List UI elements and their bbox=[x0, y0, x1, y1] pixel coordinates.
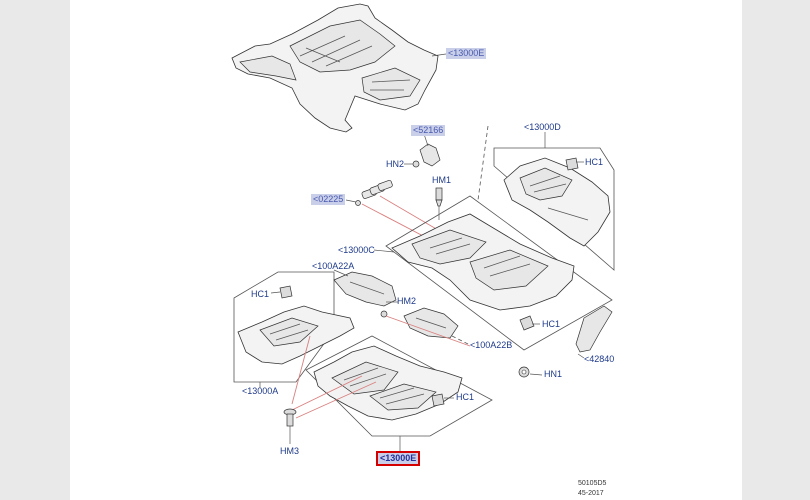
label-a22b[interactable]: <100A22B bbox=[470, 340, 513, 350]
bracket-100a22a[interactable] bbox=[333, 269, 398, 318]
label-bracket[interactable]: <52166 bbox=[411, 125, 446, 136]
trim-42840[interactable] bbox=[575, 305, 613, 359]
footer-date: 45-2017 bbox=[578, 490, 604, 497]
dashed-guide-c bbox=[477, 125, 489, 201]
floor-mat-13000d[interactable] bbox=[503, 157, 611, 247]
label-hn1: HN1 bbox=[544, 369, 563, 379]
label-bottom-mat-highlighted[interactable]: <13000E bbox=[376, 451, 421, 466]
label-hc1-a: HC1 bbox=[251, 289, 270, 299]
bracket-52166[interactable] bbox=[404, 133, 441, 168]
guide-hm2 bbox=[385, 315, 471, 347]
frame-13000d bbox=[493, 147, 615, 271]
bracket-100a22b[interactable] bbox=[403, 307, 471, 346]
label-hm2: HM2 bbox=[397, 296, 417, 306]
label-hc1-e: HC1 bbox=[456, 392, 475, 402]
label-trim-42840[interactable]: <42840 bbox=[584, 354, 615, 364]
upper-floor-mat[interactable] bbox=[231, 3, 447, 133]
label-hc1-d: HC1 bbox=[585, 157, 604, 167]
label-mat-d[interactable]: <13000D bbox=[524, 122, 561, 132]
frame-13000e-lower bbox=[305, 335, 493, 437]
label-a22a[interactable]: <100A22A bbox=[312, 261, 355, 271]
footer-code: 50105D5 bbox=[578, 480, 607, 487]
floor-mat-13000a[interactable] bbox=[237, 285, 355, 365]
label-mat-c[interactable]: <13000C bbox=[338, 245, 375, 255]
frame-13000c bbox=[385, 195, 613, 351]
label-hm3: HM3 bbox=[280, 446, 300, 456]
label-hm1: HM1 bbox=[432, 175, 452, 185]
guide-hm3-c bbox=[291, 335, 311, 405]
label-hn2: HN2 bbox=[386, 159, 405, 169]
lower-floor-mat[interactable] bbox=[313, 345, 463, 421]
label-hc1-c: HC1 bbox=[542, 319, 561, 329]
fastener-group-02225[interactable] bbox=[345, 180, 463, 251]
hm3-fastener[interactable] bbox=[283, 408, 297, 444]
guide-hm3-b bbox=[295, 381, 377, 419]
hc1-clip-c[interactable] bbox=[519, 315, 540, 331]
guide-hm3-a bbox=[291, 375, 363, 411]
floor-mat-13000c[interactable] bbox=[373, 213, 575, 311]
hn1-nut[interactable] bbox=[518, 366, 543, 378]
label-top-mat[interactable]: <13000E bbox=[446, 48, 487, 59]
label-mat-a[interactable]: <13000A bbox=[242, 386, 279, 396]
hm1-fastener[interactable] bbox=[435, 187, 443, 220]
label-fastener-ref[interactable]: <02225 bbox=[311, 194, 346, 205]
